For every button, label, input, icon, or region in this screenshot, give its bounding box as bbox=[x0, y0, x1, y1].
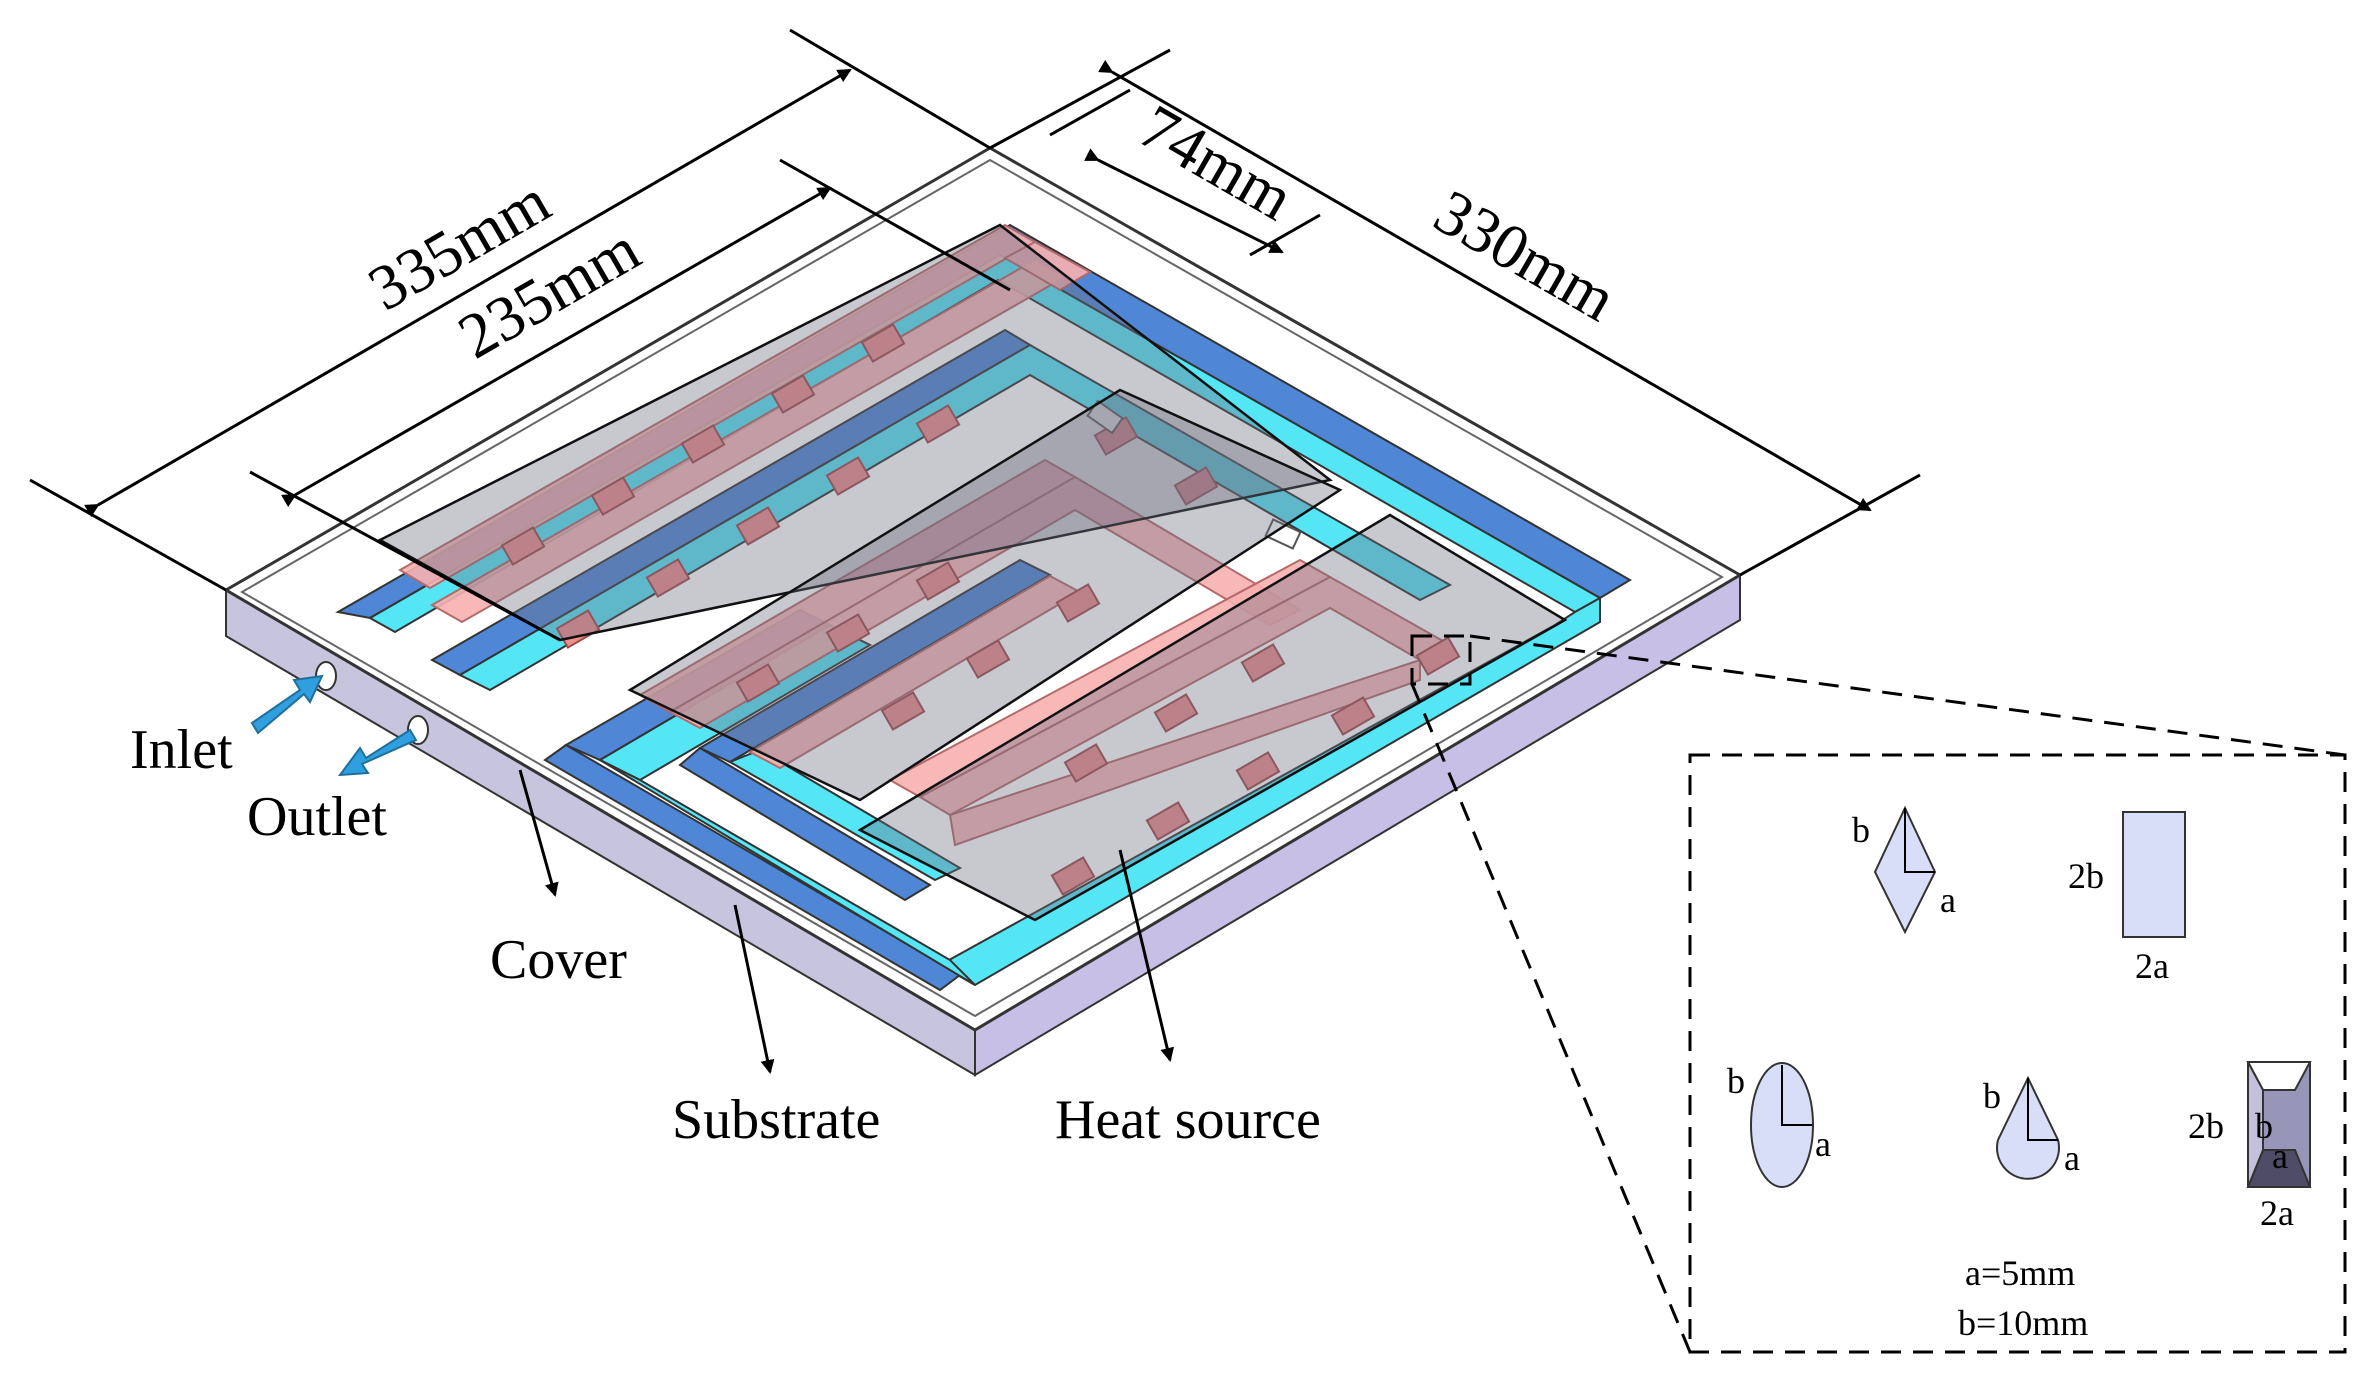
pyramid-2a-label: 2a bbox=[2260, 1193, 2294, 1233]
param-b: b=10mm bbox=[1958, 1303, 2088, 1343]
ports bbox=[250, 661, 429, 777]
label-heat-source: Heat source bbox=[1055, 1089, 1321, 1151]
pyramid-fin-shape: 2b b a 2a bbox=[2188, 1061, 2312, 1233]
label-inlet: Inlet bbox=[130, 719, 233, 781]
label-substrate: Substrate bbox=[672, 1089, 880, 1151]
teardrop-b-label: b bbox=[1983, 1076, 2001, 1116]
diamond-b-label: b bbox=[1852, 810, 1870, 850]
pyramid-b-label: b bbox=[2255, 1106, 2273, 1146]
ellipse-b-label: b bbox=[1727, 1061, 1745, 1101]
rectangle-2b-label: 2b bbox=[2068, 856, 2104, 896]
outlet-arrow-icon bbox=[337, 728, 418, 777]
label-outlet: Outlet bbox=[247, 786, 387, 848]
label-cover: Cover bbox=[490, 929, 627, 991]
leader-lines bbox=[518, 769, 1175, 1074]
diamond-a-label: a bbox=[1940, 880, 1956, 920]
diamond-fin-shape: b a bbox=[1852, 805, 1956, 935]
teardrop-fin-shape: b a bbox=[1983, 1075, 2080, 1180]
zoom-callout bbox=[1410, 634, 2347, 1354]
ellipse-a-label: a bbox=[1815, 1124, 1831, 1164]
ellipse-fin-shape: b a bbox=[1727, 1061, 1831, 1188]
pyramid-a-label: a bbox=[2272, 1136, 2288, 1176]
rectangle-fin-shape: 2b 2a bbox=[2068, 811, 2186, 986]
rectangle-2a-label: 2a bbox=[2135, 946, 2169, 986]
pyramid-2b-label: 2b bbox=[2188, 1106, 2224, 1146]
dim-74mm: 74mm bbox=[1128, 91, 1305, 234]
inlet-arrow-icon bbox=[250, 674, 324, 735]
param-a: a=5mm bbox=[1965, 1253, 2075, 1293]
dimension-lines bbox=[29, 28, 1921, 642]
teardrop-a-label: a bbox=[2064, 1138, 2080, 1178]
detail-panel: b a 2b 2a b a b a 2b b bbox=[1727, 805, 2312, 1343]
